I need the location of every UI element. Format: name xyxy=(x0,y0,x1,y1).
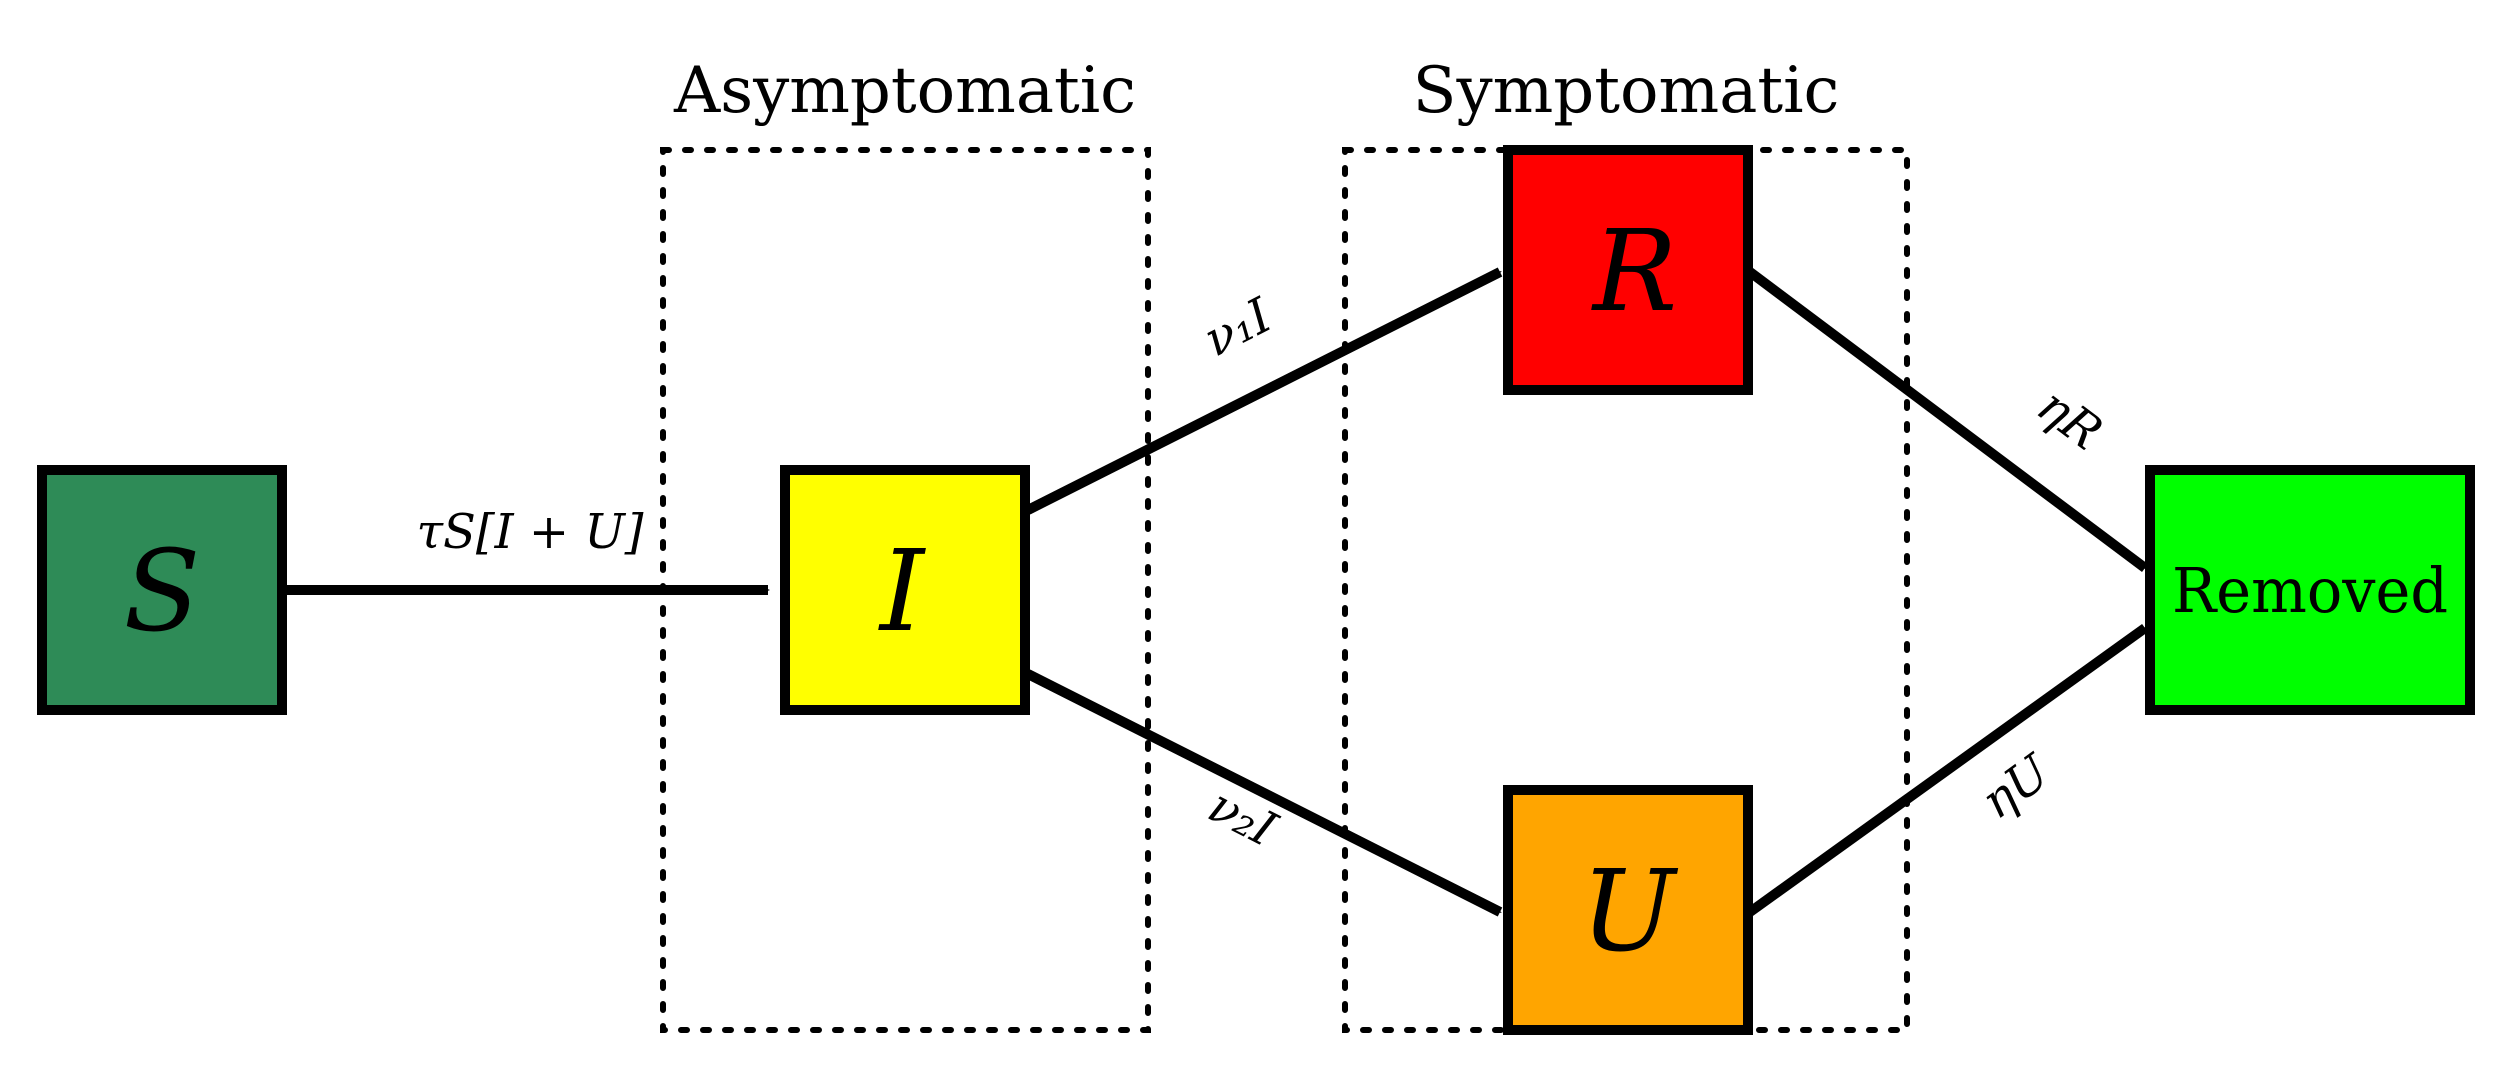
node-i-label: I xyxy=(878,527,927,657)
node-s: S xyxy=(37,465,287,715)
edge-u-to-removed xyxy=(1747,623,2148,917)
edge-label-i-to-u: ν₂I xyxy=(1200,777,1286,858)
edge-label-i-to-r: ν₁I xyxy=(1195,287,1281,368)
edge-label-u-to-removed: ηU xyxy=(1971,743,2061,830)
edge-i-to-u xyxy=(1025,669,1503,917)
node-u: U xyxy=(1503,785,1753,1035)
edge-r-to-removed xyxy=(1747,267,2148,573)
node-removed: Removed xyxy=(2145,465,2475,715)
node-u-box xyxy=(1503,785,1753,1035)
node-i-box xyxy=(780,465,1030,715)
node-s-label: S xyxy=(124,527,201,657)
edge-i-to-r xyxy=(1025,267,1503,515)
edge-label-r-to-removed: ηR xyxy=(2027,377,2113,461)
node-u-label: U xyxy=(1581,847,1679,977)
node-r: R xyxy=(1503,145,1753,395)
asymptomatic-title: Asymptomatic xyxy=(673,54,1136,128)
symptomatic-title: Symptomatic xyxy=(1413,54,1840,128)
node-removed-box xyxy=(2145,465,2475,715)
node-r-label: R xyxy=(1591,207,1677,337)
node-r-box xyxy=(1503,145,1753,395)
node-i: I xyxy=(780,465,1030,715)
node-removed-label: Removed xyxy=(2172,554,2448,627)
node-s-box xyxy=(37,465,287,715)
edge-label-s-to-i: τS[I + U] xyxy=(416,504,643,560)
